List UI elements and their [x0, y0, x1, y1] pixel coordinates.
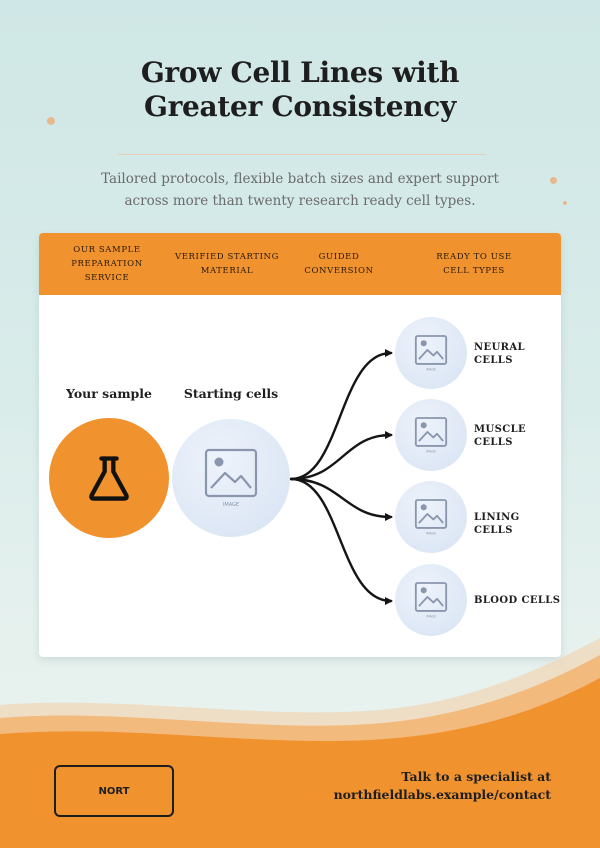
subtitle-line: Tailored protocols, flexible batch sizes… — [101, 171, 499, 187]
step-ready-cell-types: Ready to use cell types — [419, 233, 529, 295]
decorative-dot — [47, 117, 55, 125]
starting-cells-label: Starting cells — [183, 386, 279, 401]
branch-arrows — [289, 349, 393, 605]
step-text: preparation — [71, 259, 143, 269]
image-placeholder-text: IMAGE — [426, 450, 436, 454]
divider — [118, 154, 486, 155]
flask-icon — [89, 456, 129, 501]
image-placeholder-icon: IMAGE — [414, 499, 448, 536]
image-placeholder-text: IMAGE — [426, 368, 436, 372]
sample-circle — [49, 418, 169, 538]
image-placeholder-text: IMAGE — [223, 502, 239, 508]
cell-label-line: Neural — [474, 342, 525, 353]
step-text: cell types — [443, 266, 505, 276]
arrow-to-neural — [289, 349, 393, 481]
step-text: conversion — [304, 266, 374, 276]
blood-cells-image: IMAGE — [395, 564, 467, 636]
lining-cells-label: Lining cells — [474, 511, 561, 537]
contact-info: Talk to a specialist at northfieldlabs.e… — [300, 768, 551, 804]
decorative-dot — [550, 177, 557, 184]
muscle-cells-label: Muscle cells — [474, 423, 526, 449]
cell-label-line: cells — [474, 437, 513, 448]
step-text: Ready to use — [436, 252, 512, 262]
footer-waves — [0, 638, 600, 848]
image-placeholder-text: IMAGE — [426, 532, 436, 536]
lining-cells-image: IMAGE — [395, 481, 467, 553]
step-text: Verified starting — [175, 252, 279, 262]
decorative-dot — [563, 201, 567, 205]
page-title: Grow Cell Lines with Greater Consistency — [0, 56, 600, 124]
starting-cells-image: IMAGE — [172, 419, 290, 537]
arrow-to-blood — [289, 477, 393, 605]
step-text: Our sample — [73, 245, 141, 255]
arrow-to-lining — [289, 477, 393, 521]
image-placeholder-icon: IMAGE — [414, 417, 448, 454]
step-text: Guided — [318, 252, 360, 262]
neural-cells-image: IMAGE — [395, 317, 467, 389]
title-line: Greater Consistency — [143, 90, 457, 123]
step-starting-material: Verified starting material — [167, 233, 287, 295]
process-card: Our sample preparation service Verified … — [39, 233, 561, 657]
image-placeholder-icon: IMAGE — [414, 582, 448, 619]
cell-label-line: cells — [474, 355, 513, 366]
step-text: service — [84, 273, 130, 283]
subtitle-line: across more than twenty research ready c… — [124, 193, 476, 209]
process-steps-bar: Our sample preparation service Verified … — [39, 233, 561, 295]
image-placeholder-icon: IMAGE — [204, 448, 258, 508]
contact-link[interactable]: northfieldlabs.example/contact — [333, 787, 551, 802]
step-guided-conversion: Guided conversion — [291, 233, 387, 295]
sample-label: Your sample — [65, 386, 152, 401]
logo-placeholder: NORT — [54, 765, 174, 817]
image-placeholder-icon: IMAGE — [414, 335, 448, 372]
muscle-cells-image: IMAGE — [395, 399, 467, 471]
step-text: material — [200, 266, 254, 276]
cell-label-line: Muscle — [474, 424, 527, 435]
cell-label-line: Blood cells — [474, 595, 561, 606]
blood-cells-label: Blood cells — [474, 594, 560, 607]
arrow-to-muscle — [289, 431, 393, 481]
step-sample-preparation: Our sample preparation service — [63, 233, 151, 295]
page-subtitle: Tailored protocols, flexible batch sizes… — [60, 168, 540, 212]
cell-label-line: Lining cells — [474, 512, 520, 536]
contact-line: Talk to a specialist at — [401, 769, 551, 784]
image-placeholder-text: IMAGE — [426, 615, 436, 619]
neural-cells-label: Neural cells — [474, 341, 525, 367]
title-line: Grow Cell Lines with — [140, 56, 460, 89]
